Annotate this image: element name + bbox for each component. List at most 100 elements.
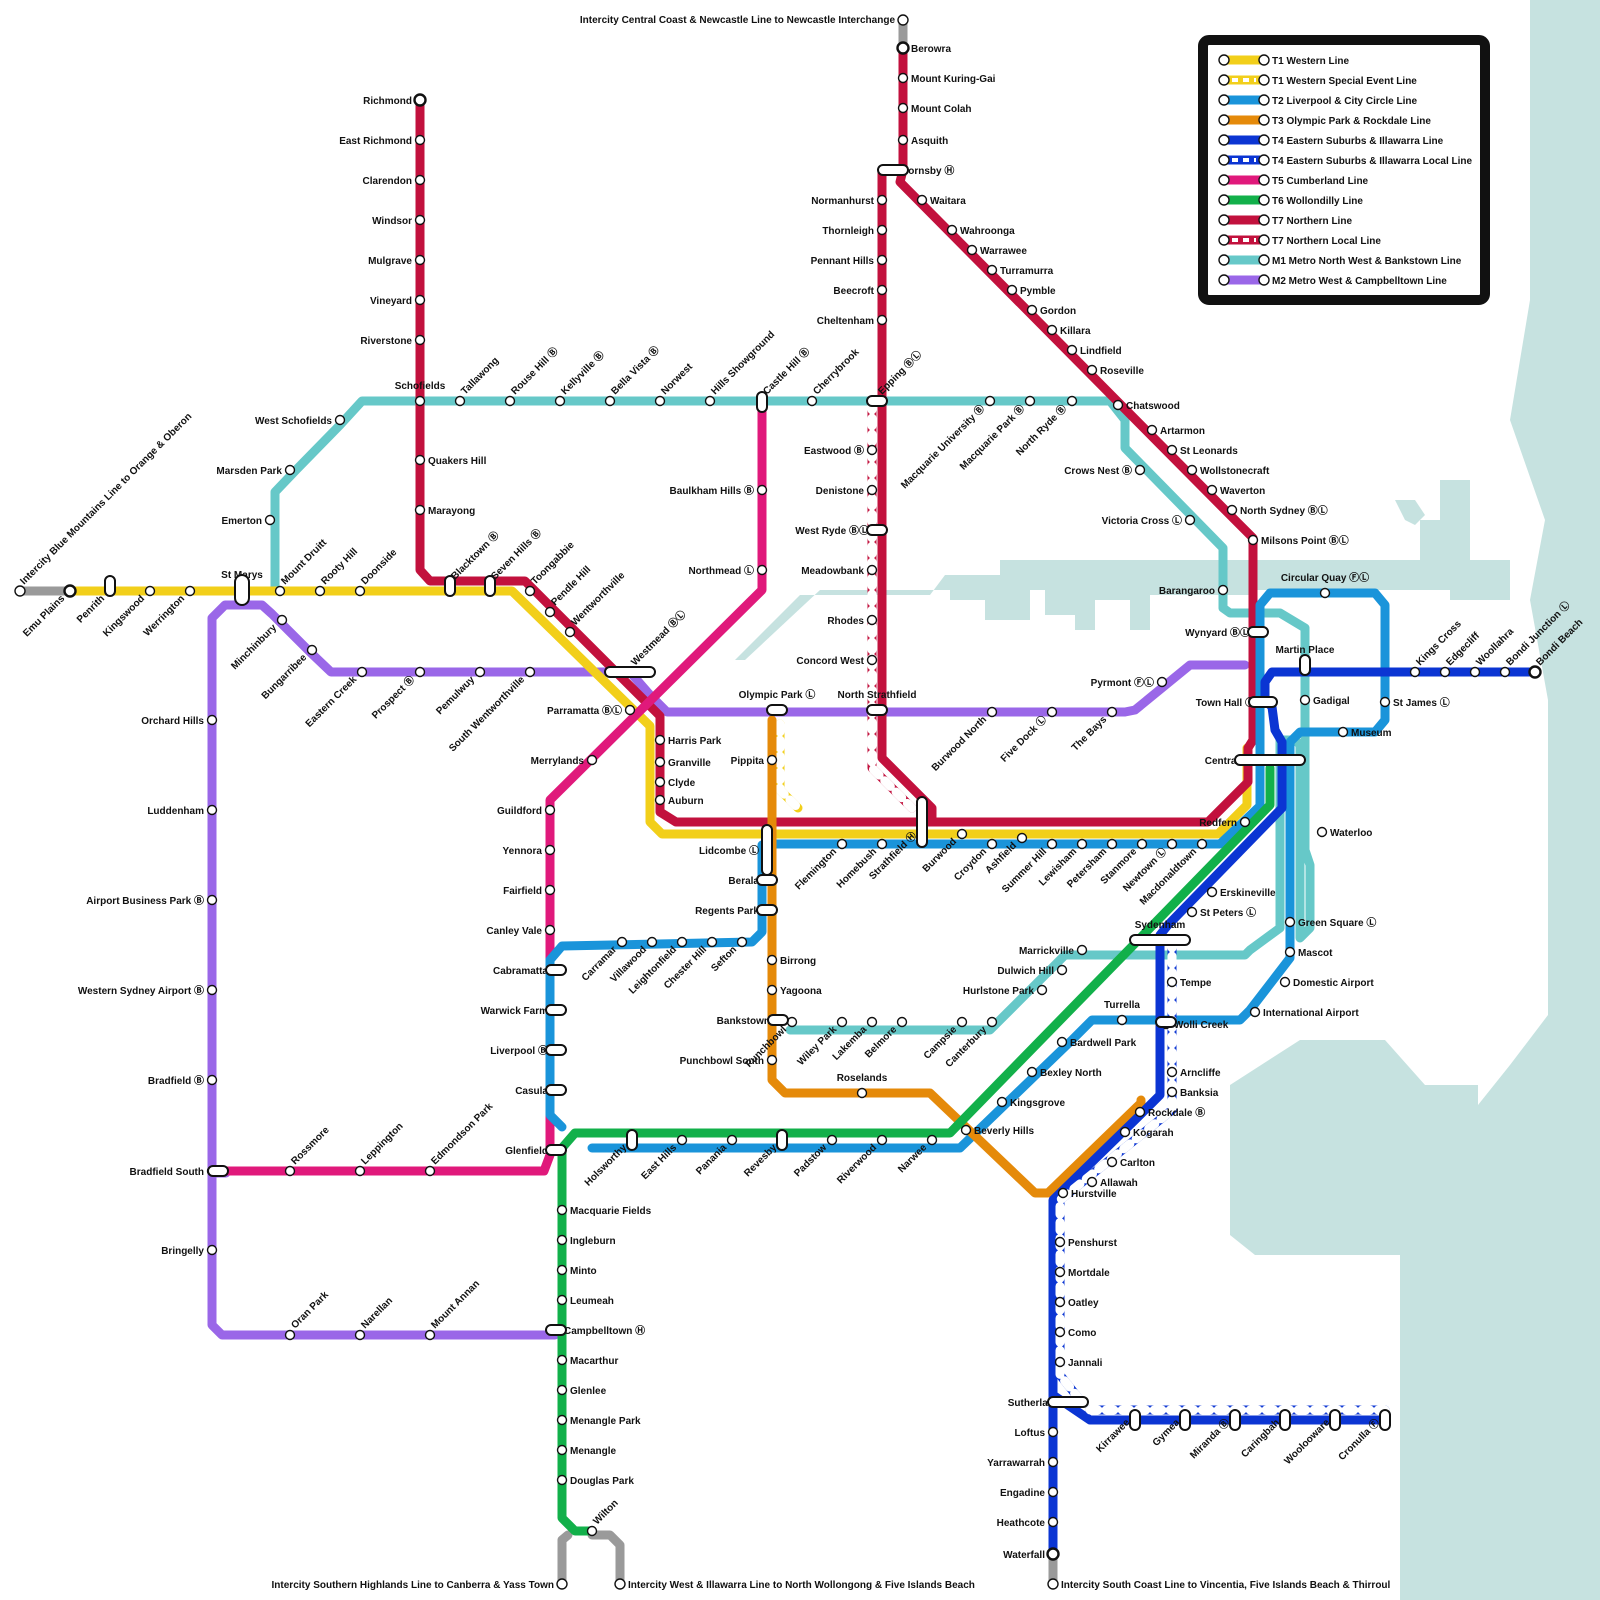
- interchange-2[interactable]: [444, 575, 456, 597]
- station-green-square[interactable]: [1284, 916, 1296, 928]
- station-banksia[interactable]: [1166, 1086, 1178, 1098]
- interchange-5[interactable]: [866, 395, 888, 407]
- station-narwee[interactable]: [926, 1134, 938, 1146]
- station-international-airport[interactable]: [1249, 1006, 1261, 1018]
- station-pemulwuy[interactable]: [474, 666, 486, 678]
- station-bungarribee[interactable]: [306, 644, 318, 656]
- interchange-7[interactable]: [866, 524, 888, 536]
- intercity-blue-mountains-terminal[interactable]: [14, 585, 26, 597]
- station-fairfield[interactable]: [544, 884, 556, 896]
- station-campsie[interactable]: [956, 1016, 968, 1028]
- station-berowra[interactable]: [896, 41, 910, 55]
- station-south-wentworthville[interactable]: [524, 666, 536, 678]
- station-heathcote[interactable]: [1047, 1516, 1059, 1528]
- interchange-0[interactable]: [234, 574, 250, 606]
- station-minchinbury[interactable]: [276, 614, 288, 626]
- interchange-20[interactable]: [626, 1129, 638, 1151]
- interchange-15[interactable]: [545, 1044, 567, 1056]
- station-leppington[interactable]: [354, 1165, 366, 1177]
- station-eastern-creek[interactable]: [356, 666, 368, 678]
- station-kogarah[interactable]: [1119, 1126, 1131, 1138]
- station-pennant-hills[interactable]: [876, 254, 888, 266]
- station-rhodes[interactable]: [866, 614, 878, 626]
- station-mount-colah[interactable]: [897, 102, 909, 114]
- station-luddenham[interactable]: [206, 804, 218, 816]
- interchange-26[interactable]: [1129, 934, 1191, 946]
- station-croydon[interactable]: [986, 838, 998, 850]
- station-thornleigh[interactable]: [876, 224, 888, 236]
- station-eastwood[interactable]: [866, 444, 878, 456]
- station-waverton[interactable]: [1206, 484, 1218, 496]
- station-oran-park[interactable]: [284, 1329, 296, 1341]
- interchange-3[interactable]: [484, 575, 496, 597]
- station-villawood[interactable]: [646, 936, 658, 948]
- station-riverstone[interactable]: [414, 334, 426, 346]
- station-macdonaldtown[interactable]: [1196, 838, 1208, 850]
- station-kellyville[interactable]: [554, 395, 566, 407]
- station-hurlstone-park[interactable]: [1036, 984, 1048, 996]
- station-chatswood[interactable]: [1112, 399, 1124, 411]
- station-mount-druitt[interactable]: [274, 585, 286, 597]
- station-east-hills[interactable]: [676, 1134, 688, 1146]
- station-newtown[interactable]: [1166, 838, 1178, 850]
- station-asquith[interactable]: [897, 134, 909, 146]
- station-tempe[interactable]: [1166, 976, 1178, 988]
- station-clyde[interactable]: [654, 776, 666, 788]
- interchange-31[interactable]: [1179, 1409, 1191, 1431]
- interchange-25[interactable]: [1299, 654, 1311, 676]
- station-arncliffe[interactable]: [1166, 1066, 1178, 1078]
- station-bondi-beach[interactable]: [1528, 665, 1542, 679]
- station-merrylands[interactable]: [586, 754, 598, 766]
- station-birrong[interactable]: [766, 954, 778, 966]
- station-warrawee[interactable]: [966, 244, 978, 256]
- station-doonside[interactable]: [354, 585, 366, 597]
- station-domestic-airport[interactable]: [1279, 976, 1291, 988]
- station-lewisham[interactable]: [1076, 838, 1088, 850]
- interchange-35[interactable]: [207, 1165, 229, 1177]
- station-redfern[interactable]: [1239, 816, 1251, 828]
- intercity-newcastle-terminal[interactable]: [897, 14, 909, 26]
- station-menangle[interactable]: [556, 1444, 568, 1456]
- station-panania[interactable]: [726, 1134, 738, 1146]
- interchange-23[interactable]: [1248, 696, 1278, 708]
- intercity-southern-highlands-terminal[interactable]: [556, 1578, 568, 1590]
- station-kingsgrove[interactable]: [996, 1096, 1008, 1108]
- station-dulwich-hill[interactable]: [1056, 964, 1068, 976]
- station-como[interactable]: [1054, 1326, 1066, 1338]
- interchange-30[interactable]: [1129, 1409, 1141, 1431]
- station-loftus[interactable]: [1047, 1426, 1059, 1438]
- station-rossmore[interactable]: [284, 1165, 296, 1177]
- interchange-34[interactable]: [1329, 1409, 1341, 1431]
- station-auburn[interactable]: [654, 794, 666, 806]
- station-pippita[interactable]: [766, 754, 778, 766]
- station-jannali[interactable]: [1054, 1356, 1066, 1368]
- station-circular-quay[interactable]: [1319, 587, 1331, 599]
- station-mortdale[interactable]: [1054, 1266, 1066, 1278]
- interchange-10[interactable]: [761, 824, 773, 876]
- station-windsor[interactable]: [414, 214, 426, 226]
- station-wiley-park[interactable]: [836, 1016, 848, 1028]
- interchange-12[interactable]: [756, 904, 778, 916]
- station-st-leonards[interactable]: [1166, 444, 1178, 456]
- station-st-peters[interactable]: [1186, 906, 1198, 918]
- station-airport-business-park[interactable]: [206, 894, 218, 906]
- station-penshurst[interactable]: [1054, 1236, 1066, 1248]
- station-canley-vale[interactable]: [544, 924, 556, 936]
- station-concord-west[interactable]: [866, 654, 878, 666]
- station-tallawong[interactable]: [454, 395, 466, 407]
- station-macarthur[interactable]: [556, 1354, 568, 1366]
- station-burwood-north[interactable]: [986, 706, 998, 718]
- station-milsons-point[interactable]: [1247, 534, 1259, 546]
- station-minto[interactable]: [556, 1264, 568, 1276]
- station-cheltenham[interactable]: [876, 314, 888, 326]
- station-marrickville[interactable]: [1076, 944, 1088, 956]
- station-cherrybrook[interactable]: [806, 395, 818, 407]
- station-macquarie-university[interactable]: [984, 395, 996, 407]
- station-belmore[interactable]: [896, 1016, 908, 1028]
- station-engadine[interactable]: [1047, 1486, 1059, 1498]
- station-summer-hill[interactable]: [1046, 838, 1058, 850]
- interchange-18[interactable]: [545, 1324, 567, 1336]
- station-killara[interactable]: [1046, 324, 1058, 336]
- station-normanhurst[interactable]: [876, 194, 888, 206]
- station-guildford[interactable]: [544, 804, 556, 816]
